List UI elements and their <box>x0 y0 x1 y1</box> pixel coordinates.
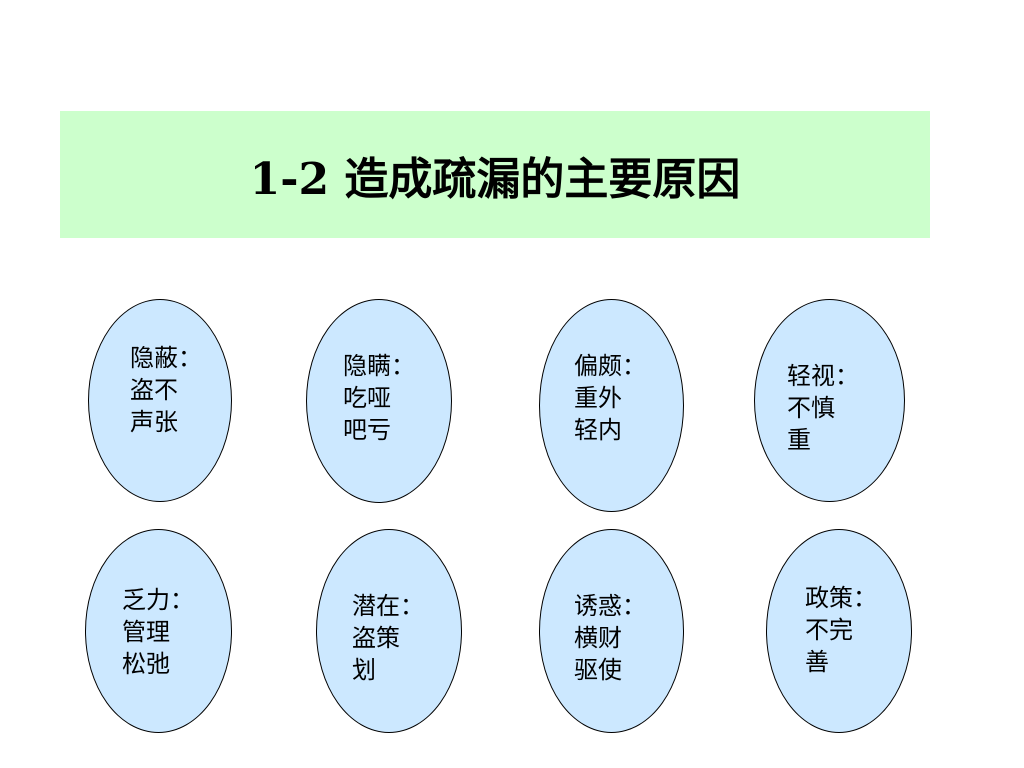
cause-label: 轻视： <box>787 362 859 390</box>
cause-label: 乏力： <box>122 586 194 614</box>
cause-detail: 管理 <box>122 618 170 646</box>
cause-text-5: 乏力： 管理 松弛 <box>122 584 194 680</box>
cause-oval-3 <box>539 299 684 512</box>
cause-detail: 盗策 <box>352 624 400 652</box>
cause-detail: 声张 <box>130 408 178 436</box>
cause-oval-6 <box>316 529 462 733</box>
cause-detail: 吃哑 <box>343 384 391 412</box>
cause-detail: 轻内 <box>574 416 622 444</box>
cause-text-3: 偏颇： 重外 轻内 <box>574 350 646 446</box>
cause-label: 隐瞒： <box>343 352 415 380</box>
cause-text-7: 诱惑： 横财 驱使 <box>574 590 646 686</box>
cause-label: 政策： <box>805 584 877 612</box>
cause-oval-4 <box>754 299 905 502</box>
cause-oval-7 <box>539 529 684 733</box>
cause-detail: 吧亏 <box>343 416 391 444</box>
cause-label: 潜在： <box>352 592 424 620</box>
cause-detail: 松弛 <box>122 650 170 678</box>
cause-oval-8 <box>766 529 912 733</box>
cause-detail: 重 <box>787 426 811 454</box>
cause-detail: 划 <box>352 656 376 684</box>
cause-detail: 驱使 <box>574 656 622 684</box>
cause-text-4: 轻视： 不慎 重 <box>787 360 859 456</box>
cause-detail: 重外 <box>574 384 622 412</box>
cause-detail: 善 <box>805 648 829 676</box>
cause-detail: 不完 <box>805 616 853 644</box>
cause-label: 诱惑： <box>574 592 646 620</box>
cause-label: 偏颇： <box>574 352 646 380</box>
cause-detail: 不慎 <box>787 394 835 422</box>
cause-oval-1 <box>88 299 232 502</box>
cause-label: 隐蔽： <box>130 344 202 372</box>
cause-detail: 盗不 <box>130 376 178 404</box>
title-band: 1-2 造成疏漏的主要原因 <box>60 111 930 238</box>
cause-text-8: 政策： 不完 善 <box>805 582 877 678</box>
slide-title: 1-2 造成疏漏的主要原因 <box>249 153 741 205</box>
cause-oval-5 <box>85 529 232 733</box>
cause-oval-2 <box>306 299 452 503</box>
cause-text-6: 潜在： 盗策 划 <box>352 590 424 686</box>
cause-detail: 横财 <box>574 624 622 652</box>
cause-text-1: 隐蔽： 盗不 声张 <box>130 342 202 438</box>
cause-text-2: 隐瞒： 吃哑 吧亏 <box>343 350 415 446</box>
